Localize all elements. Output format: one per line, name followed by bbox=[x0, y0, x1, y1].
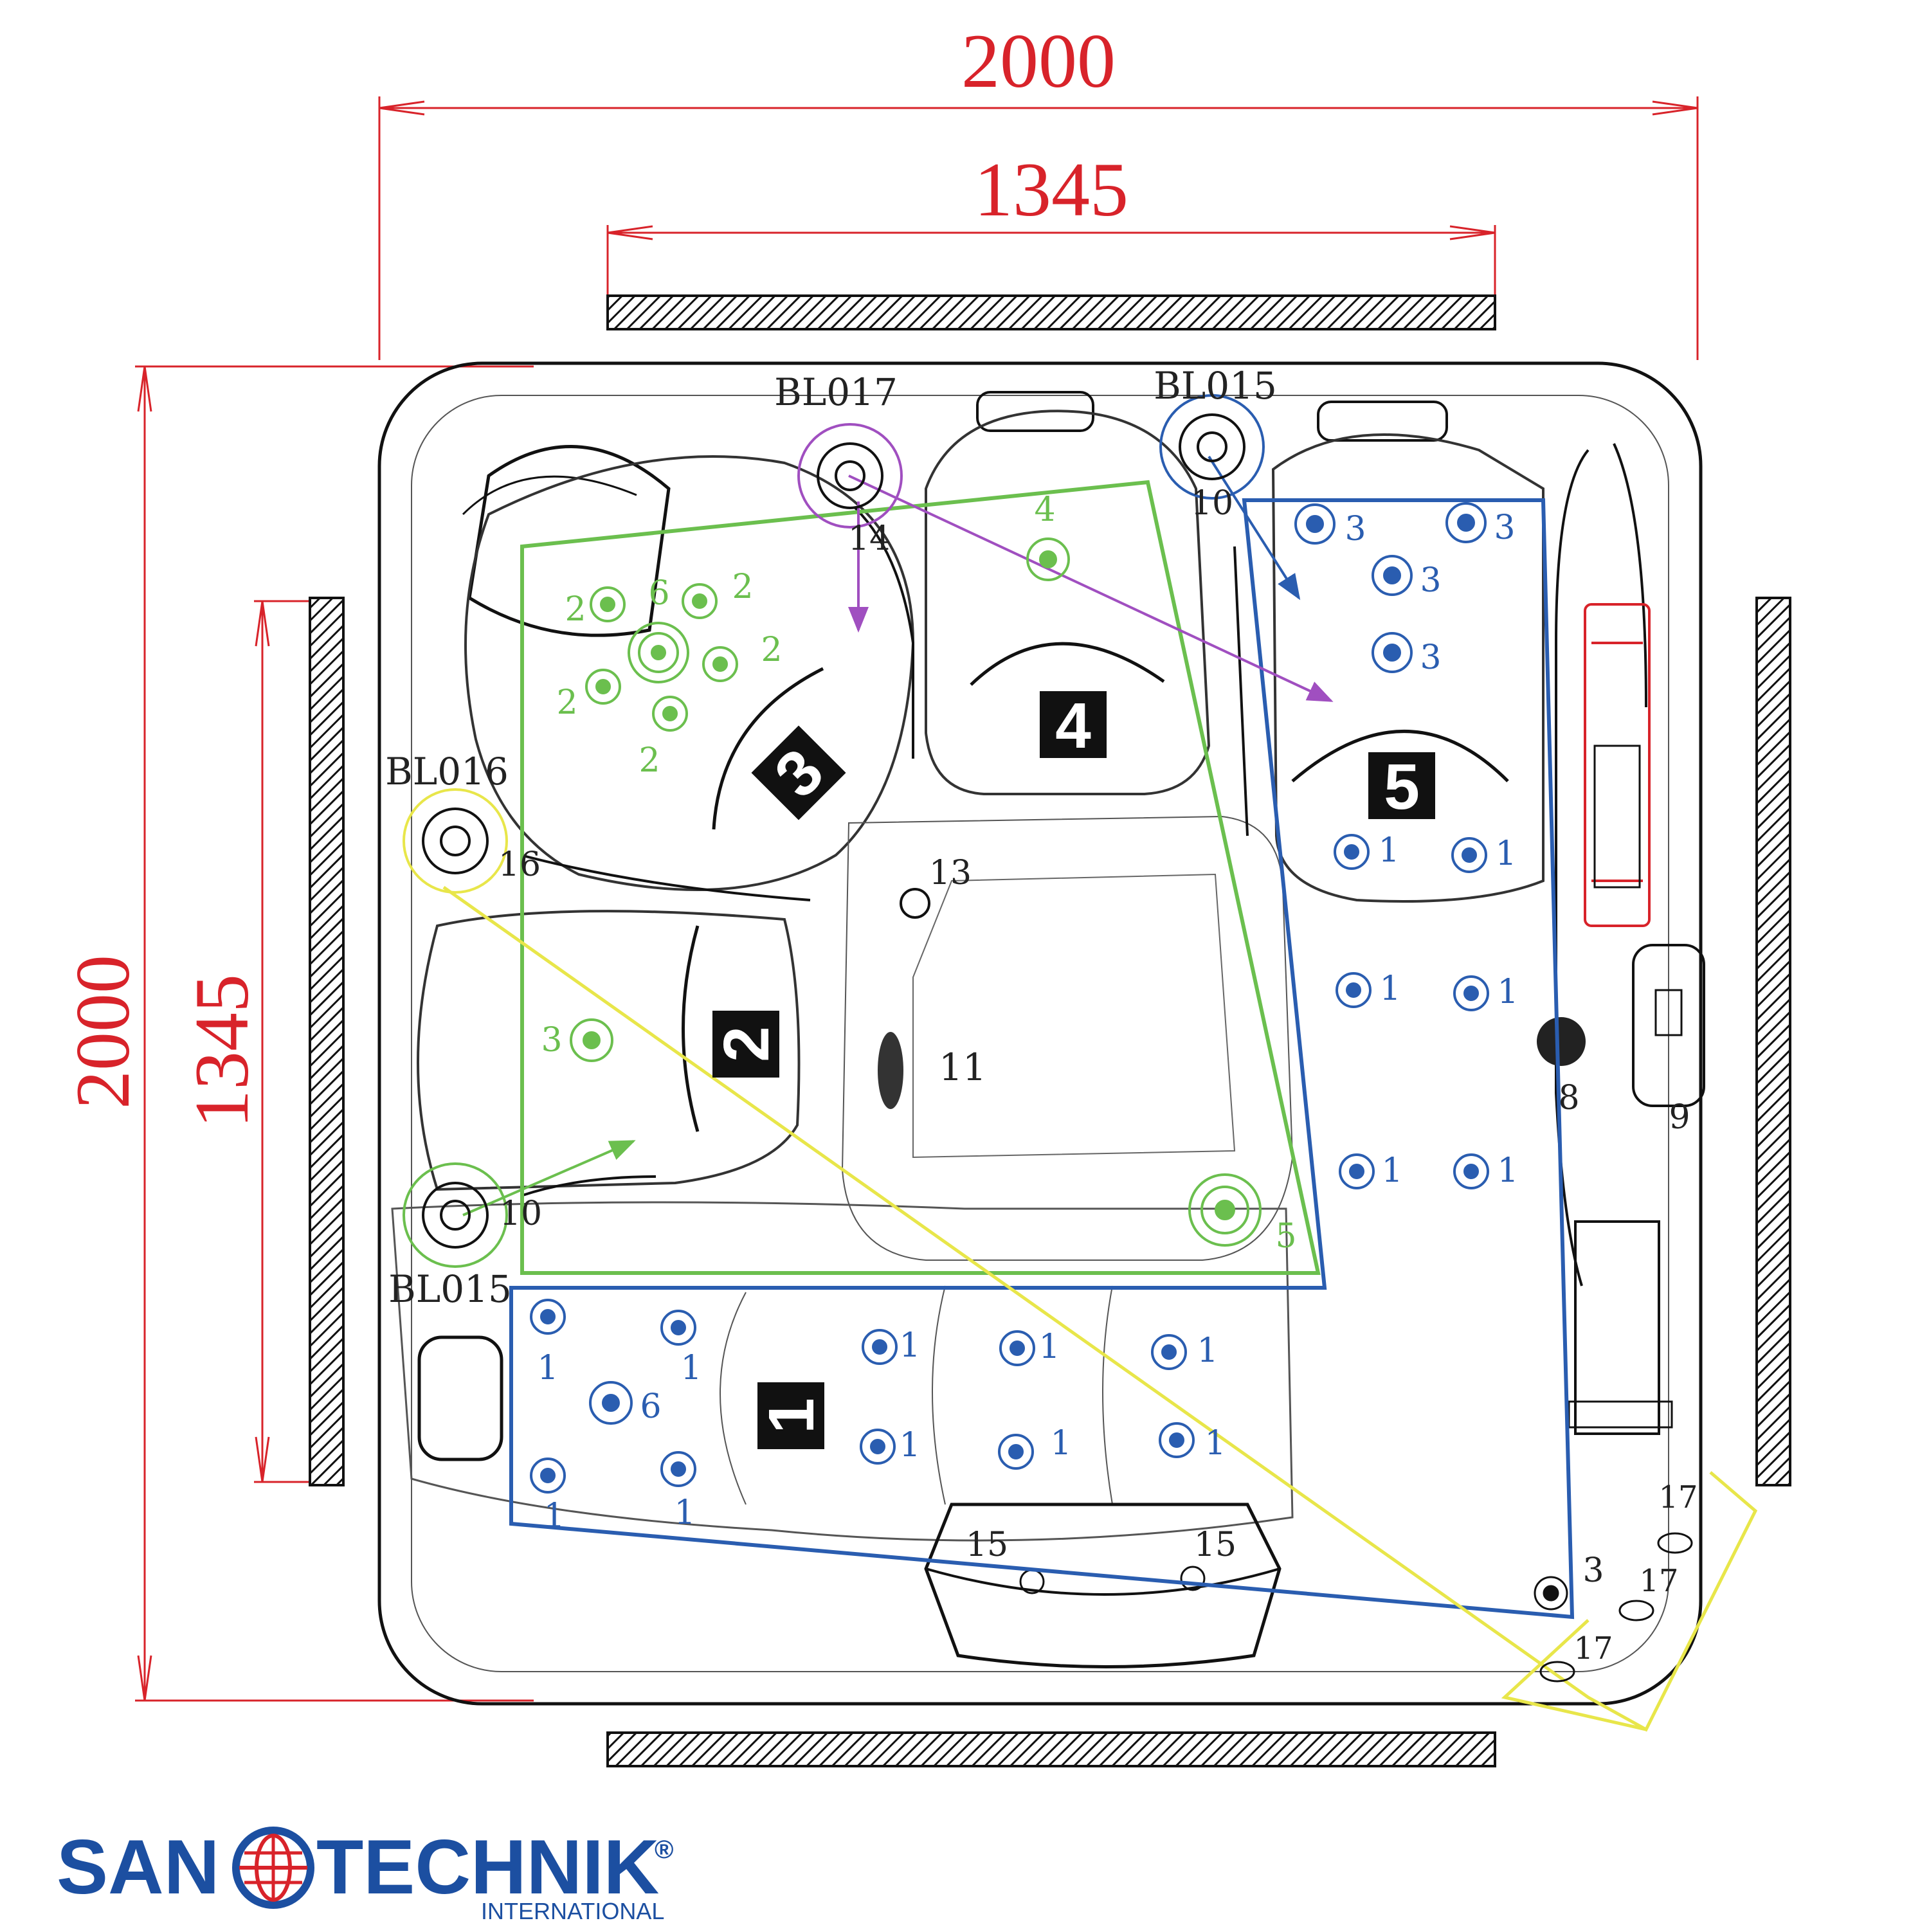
green-zone-outline bbox=[520, 480, 1321, 1275]
seat-5-badge: 5 bbox=[1368, 751, 1435, 823]
green-jet-num: 2 bbox=[565, 590, 586, 629]
green-flow-arrow bbox=[462, 1140, 636, 1216]
callout-16: 16 bbox=[498, 845, 541, 884]
blue-jet-num: 1 bbox=[1381, 1151, 1402, 1190]
blue-jet-num: 3 bbox=[1420, 638, 1441, 677]
green-jets bbox=[570, 537, 1262, 1247]
pump-label-bl015-top: BL015 bbox=[1154, 364, 1277, 408]
green-jet-num: 4 bbox=[1034, 491, 1055, 529]
callout-13: 13 bbox=[929, 854, 972, 892]
blue-jet-num: 3 bbox=[1345, 510, 1366, 548]
blue-jet-num: 1 bbox=[1497, 1151, 1518, 1190]
blue-jet-num: 1 bbox=[680, 1349, 702, 1387]
pump-bl015-left[interactable] bbox=[403, 1162, 508, 1268]
bottom-panel bbox=[606, 1731, 1496, 1767]
pump-label-bl016: BL016 bbox=[385, 750, 509, 793]
callout-11: 11 bbox=[939, 1045, 986, 1089]
green-jet-num: 3 bbox=[541, 1021, 562, 1060]
blue-jet-num: 3 bbox=[1494, 509, 1515, 547]
blue-flow-arrow bbox=[1208, 455, 1301, 600]
globe-icon bbox=[232, 1827, 314, 1909]
callout-17-b: 17 bbox=[1639, 1563, 1678, 1599]
green-jet-num: 2 bbox=[556, 683, 577, 722]
green-jet-num: 2 bbox=[761, 631, 782, 669]
top-panel bbox=[606, 294, 1496, 330]
pump-label-bl015-left: BL015 bbox=[388, 1267, 512, 1311]
callout-17-a: 17 bbox=[1658, 1479, 1698, 1515]
inner-width-label: 1345 bbox=[974, 147, 1128, 232]
right-panel bbox=[1755, 597, 1791, 1486]
callout-10-left: 10 bbox=[500, 1195, 542, 1233]
svg-text:®: ® bbox=[655, 1836, 673, 1864]
svg-text:SAN: SAN bbox=[57, 1824, 219, 1910]
blue-jet-num: 1 bbox=[1197, 1332, 1218, 1370]
blue-jet-num: 1 bbox=[674, 1494, 695, 1532]
blue-jet-num: 1 bbox=[1050, 1424, 1071, 1463]
air-control-icon bbox=[878, 1032, 903, 1109]
inner-height-label: 1345 bbox=[179, 974, 264, 1128]
callout-3-corner: 3 bbox=[1582, 1551, 1604, 1590]
seat-2-badge: 2 bbox=[711, 1011, 783, 1078]
svg-text:1: 1 bbox=[756, 1398, 828, 1434]
heater-unit bbox=[1584, 603, 1651, 927]
callout-8: 8 bbox=[1558, 1079, 1579, 1117]
pump-bl015-top[interactable] bbox=[1159, 394, 1265, 500]
svg-text:2: 2 bbox=[711, 1026, 783, 1062]
light-icon bbox=[1537, 1017, 1586, 1066]
blue-zone-outline bbox=[509, 498, 1575, 1620]
seat-1-badge: 1 bbox=[756, 1382, 828, 1449]
blue-jet-num: 6 bbox=[640, 1387, 661, 1426]
spa-shell bbox=[377, 361, 1705, 1706]
green-jet-num: 2 bbox=[638, 741, 660, 780]
blue-jet-num: 1 bbox=[537, 1349, 558, 1387]
blue-jets bbox=[530, 502, 1489, 1494]
callout-15-b: 15 bbox=[1194, 1526, 1236, 1564]
callout-14: 14 bbox=[848, 519, 891, 558]
corner-fittings bbox=[1534, 1532, 1693, 1683]
blue-jet-num: 1 bbox=[1204, 1424, 1226, 1463]
blue-jet-num: 3 bbox=[1420, 561, 1441, 600]
blue-jet-num: 1 bbox=[1497, 973, 1518, 1011]
dimension-lines bbox=[135, 96, 1699, 1702]
callout-9: 9 bbox=[1669, 1098, 1690, 1137]
callout-10-top: 10 bbox=[1191, 484, 1233, 523]
pump-label-bl017: BL017 bbox=[774, 370, 898, 414]
blue-jet-num: 1 bbox=[899, 1326, 920, 1365]
pump-bl016[interactable] bbox=[403, 788, 508, 894]
drain-icon bbox=[900, 888, 930, 919]
outer-height-label: 2000 bbox=[60, 955, 145, 1109]
callout-5: 5 bbox=[1275, 1217, 1296, 1256]
seat-3-badge: 3 bbox=[751, 725, 846, 820]
pump-bl017[interactable] bbox=[797, 423, 903, 528]
svg-text:INTERNATIONAL: INTERNATIONAL bbox=[481, 1898, 664, 1924]
left-panel bbox=[309, 597, 345, 1486]
blue-jet-num: 1 bbox=[1378, 831, 1399, 870]
callout-17-c: 17 bbox=[1573, 1630, 1613, 1666]
svg-text:TECHNIK: TECHNIK bbox=[316, 1824, 659, 1910]
seat-4-badge: 4 bbox=[1040, 690, 1107, 762]
green-jet-num: 2 bbox=[732, 568, 753, 606]
sanotechnik-logo: SAN TECHNIK ® INTERNATIONAL bbox=[57, 1824, 673, 1924]
blue-jet-num: 1 bbox=[1495, 835, 1516, 873]
svg-text:5: 5 bbox=[1384, 751, 1420, 823]
svg-text:4: 4 bbox=[1055, 690, 1091, 762]
green-jet-num: 6 bbox=[648, 574, 669, 613]
purple-flow-arrow bbox=[848, 474, 1334, 702]
outer-width-label: 2000 bbox=[961, 18, 1116, 104]
blue-jet-num: 1 bbox=[1038, 1328, 1060, 1366]
callout-15-a: 15 bbox=[966, 1526, 1008, 1564]
blue-jet-num: 1 bbox=[543, 1497, 565, 1535]
blue-jet-num: 1 bbox=[899, 1426, 920, 1465]
blue-jet-num: 1 bbox=[1379, 970, 1400, 1008]
yellow-zone-outline bbox=[442, 885, 1758, 1732]
